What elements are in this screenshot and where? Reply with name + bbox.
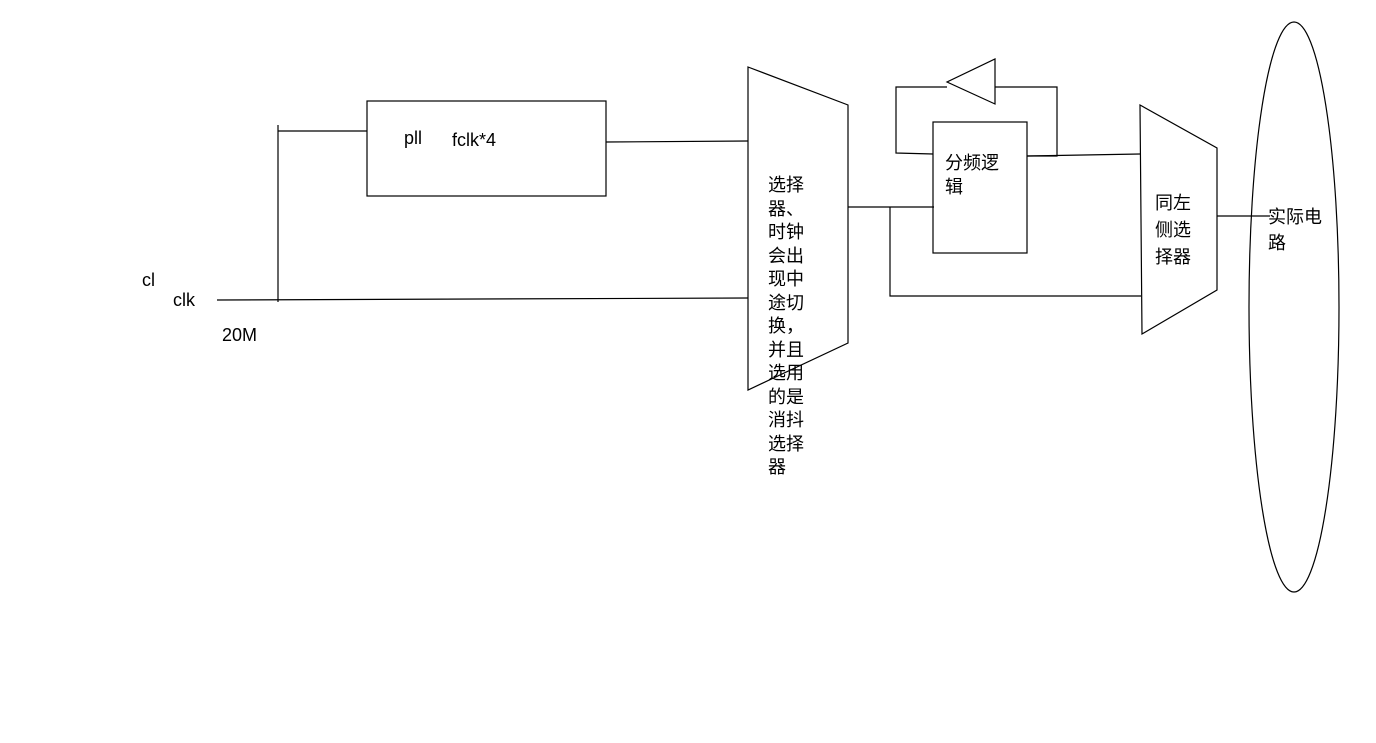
mux1-label: 选择器、时钟会出现中途切换，并且选用的是消抖选择器 [768, 175, 804, 478]
label-freq: 20M [222, 325, 258, 345]
label-fclk: fclk*4 [452, 130, 497, 150]
circuit-label: 实际电路 [1268, 207, 1322, 254]
mux2-label: 同左侧选择器 [1155, 193, 1191, 268]
divider-label: 分频逻辑 [945, 153, 999, 198]
inverter-triangle [945, 58, 996, 105]
pll-output-wire [605, 140, 749, 143]
label-clk: clk [173, 290, 195, 310]
bypass-wire [889, 207, 1141, 297]
label-cl: cl [142, 270, 155, 290]
mux2-shape [1139, 103, 1218, 336]
divider-block [932, 121, 1028, 254]
clk-input-wire [216, 297, 749, 301]
feedback-return-wire [895, 86, 947, 155]
actual-circuit-ellipse [1248, 21, 1340, 593]
label-pll: pll [404, 128, 423, 148]
divider-output-wire [1026, 153, 1141, 157]
pll-block [366, 100, 607, 197]
mux1-shape [747, 66, 849, 391]
